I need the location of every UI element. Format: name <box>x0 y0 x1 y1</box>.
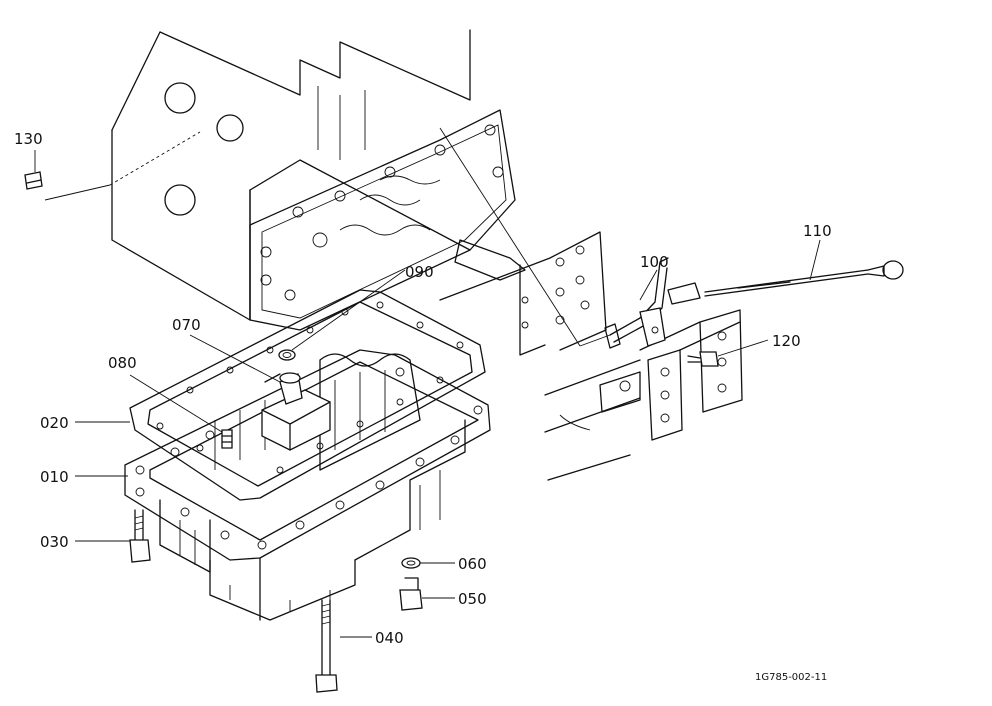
bolt-120 <box>687 351 719 367</box>
drawing-code: 1G785-002-11 <box>755 672 827 683</box>
label-130: 130 <box>14 130 43 148</box>
label-110: 110 <box>803 222 832 240</box>
plug-130 <box>24 171 43 190</box>
leader-lines <box>34 150 821 638</box>
label-100: 100 <box>640 253 669 271</box>
label-030: 030 <box>40 533 69 551</box>
dipstick-guide <box>604 257 701 349</box>
label-020: 020 <box>40 414 69 432</box>
hidden-lines <box>44 127 611 347</box>
bolt-080 <box>221 429 233 449</box>
oil-strainer <box>261 372 331 451</box>
bolt-040 <box>315 599 338 693</box>
label-010: 010 <box>40 468 69 486</box>
o-ring <box>278 349 296 361</box>
engine-block <box>111 29 516 331</box>
label-070: 070 <box>172 316 201 334</box>
label-040: 040 <box>375 629 404 647</box>
drain-plug <box>399 557 423 611</box>
oil-pan <box>124 349 491 621</box>
frame-rail <box>439 231 743 481</box>
label-050: 050 <box>458 590 487 608</box>
label-120: 120 <box>772 332 801 350</box>
label-090: 090 <box>405 263 434 281</box>
label-060: 060 <box>458 555 487 573</box>
label-080: 080 <box>108 354 137 372</box>
dipstick <box>704 260 904 297</box>
bolt-030 <box>129 509 151 563</box>
